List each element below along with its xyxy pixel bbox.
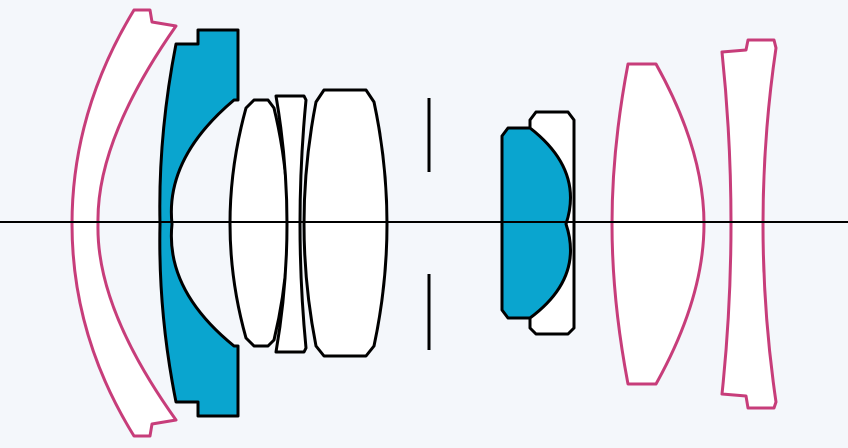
lens-element-2 <box>158 28 240 418</box>
lens-element-8 <box>610 62 706 386</box>
lens-element-1 <box>70 8 178 438</box>
lens-element-9 <box>720 38 778 410</box>
lens-element-4 <box>274 94 308 354</box>
